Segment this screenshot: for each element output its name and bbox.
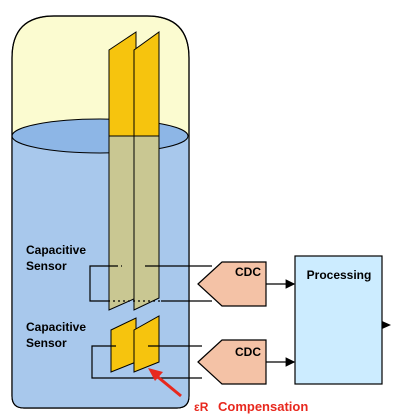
main-electrodes (108, 31, 160, 311)
reference-electrodes (110, 315, 160, 373)
electrode-back-upper (108, 31, 137, 137)
electrode-front-submerged (133, 135, 160, 311)
compensation-symbol: εR (194, 400, 209, 414)
sensor-bottom-line1: Capacitive (26, 320, 86, 334)
electrode-back-submerged (108, 135, 137, 311)
top-sensor-wiring (89, 265, 212, 302)
electrode-front-upper (133, 31, 160, 137)
cdc-bottom-block: CDC (197, 339, 267, 385)
sensor-label-top: Capacitive Sensor (26, 243, 86, 273)
reference-electrode-front (133, 315, 160, 373)
compensation-callout: εR Compensation (148, 368, 308, 414)
processing-block: Processing (294, 255, 391, 385)
processing-label: Processing (307, 268, 372, 282)
sensor-bottom-line2: Sensor (26, 336, 67, 350)
cdc-top-block: CDC (197, 261, 267, 307)
cdc-bottom-label: CDC (235, 345, 261, 359)
compensation-arrow-head (148, 368, 163, 381)
sensor-top-line1: Capacitive (26, 243, 86, 257)
liquid-surface (11, 118, 189, 154)
cdc-top-label: CDC (235, 265, 261, 279)
compensation-label: Compensation (218, 399, 308, 414)
sensor-top-line2: Sensor (26, 259, 67, 273)
sensor-label-bottom: Capacitive Sensor (26, 320, 86, 350)
processing-output-arrow (382, 321, 391, 329)
bottom-sensor-wiring (91, 345, 202, 379)
processing-box (294, 255, 383, 385)
tank-wall (11, 15, 190, 409)
